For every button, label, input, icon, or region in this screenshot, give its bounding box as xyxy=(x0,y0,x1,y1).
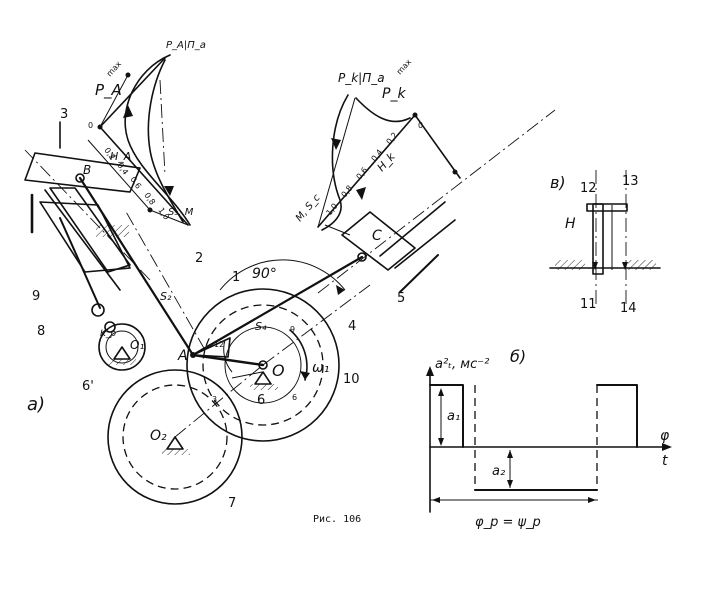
part-8: 8 xyxy=(37,324,45,339)
left-axis-label: P_A|П_a xyxy=(166,40,206,51)
gear-7 xyxy=(107,369,243,505)
right-tick-2: 0,6 xyxy=(354,166,369,182)
label-6-gear: 6 xyxy=(292,393,297,402)
right-pk-label: P_k xyxy=(382,86,406,102)
label-3-gear: 3 xyxy=(212,395,217,404)
panel-label-b: б) xyxy=(510,347,526,366)
figure-caption: Рис. 106 xyxy=(313,514,361,525)
chart-ylabel: a²ₜ, мс⁻² xyxy=(435,357,489,372)
part-1: 1 xyxy=(232,270,240,285)
point-O: O xyxy=(272,361,285,380)
part-12: 12 xyxy=(580,181,597,196)
point-B: B xyxy=(83,163,91,177)
label-12: 12 xyxy=(214,340,224,349)
right-tick-1: 0,8 xyxy=(339,184,354,200)
part-2: 2 xyxy=(195,251,203,266)
panel-label-v: в) xyxy=(550,173,566,192)
angle-label: 90° xyxy=(252,266,277,282)
right-force-diagram xyxy=(317,94,461,236)
right-tick-4: 0,2 xyxy=(384,131,399,147)
right-max-label: max xyxy=(395,57,414,76)
chart-a2: a₂ xyxy=(492,464,505,479)
left-zero: 0 xyxy=(88,121,93,130)
slider-5 xyxy=(341,201,456,293)
left-max-label: max xyxy=(105,59,124,78)
spindle-detail xyxy=(549,170,661,305)
panel-label-a: a) xyxy=(27,394,45,415)
label-kp: K_p xyxy=(100,329,116,339)
centre-lines xyxy=(24,79,556,438)
point-O2: O₂ xyxy=(150,428,167,444)
left-tick-1: 0,4 xyxy=(115,161,130,177)
rotation-arrows xyxy=(219,259,346,381)
label-s4: S₄ xyxy=(255,320,267,333)
omega-label: ω₁ xyxy=(312,360,329,376)
part-7: 7 xyxy=(228,496,236,511)
chart-t: t xyxy=(662,453,668,469)
chart-period: φ_p = ψ_p xyxy=(475,515,541,530)
point-O1: O₁ xyxy=(130,338,144,352)
acceleration-chart xyxy=(426,366,672,513)
left-force-diagram xyxy=(87,54,191,226)
part-10: 10 xyxy=(343,372,360,387)
label-s2: S₂ xyxy=(160,290,172,303)
part-3: 3 xyxy=(60,107,68,122)
right-zero: 0 xyxy=(418,121,423,130)
ground-supports xyxy=(108,346,278,455)
part-6: 6 xyxy=(257,393,265,408)
chart-phi: φ xyxy=(660,428,670,444)
part-4: 4 xyxy=(348,319,356,334)
left-pa-label: P_A xyxy=(95,81,122,100)
chart-a1: a₁ xyxy=(447,409,460,424)
lever-9 xyxy=(39,201,131,317)
gear-10 xyxy=(186,288,340,442)
part-9: 9 xyxy=(32,289,40,304)
left-s-label: S₃, M xyxy=(168,207,194,218)
part-6p: 6' xyxy=(82,379,94,394)
point-C: C xyxy=(372,228,382,244)
right-axis-label: P_k|П_a xyxy=(338,71,385,85)
left-h-label: H_A xyxy=(110,150,131,163)
point-H: H xyxy=(565,216,576,232)
right-s-label: M, S_c xyxy=(294,192,323,224)
part-14: 14 xyxy=(620,301,637,316)
part-13: 13 xyxy=(622,174,639,189)
slider-3 xyxy=(24,121,141,291)
label-9: 9 xyxy=(290,325,295,334)
point-A: A xyxy=(177,348,188,364)
part-5: 5 xyxy=(397,291,405,306)
part-11: 11 xyxy=(580,297,597,312)
